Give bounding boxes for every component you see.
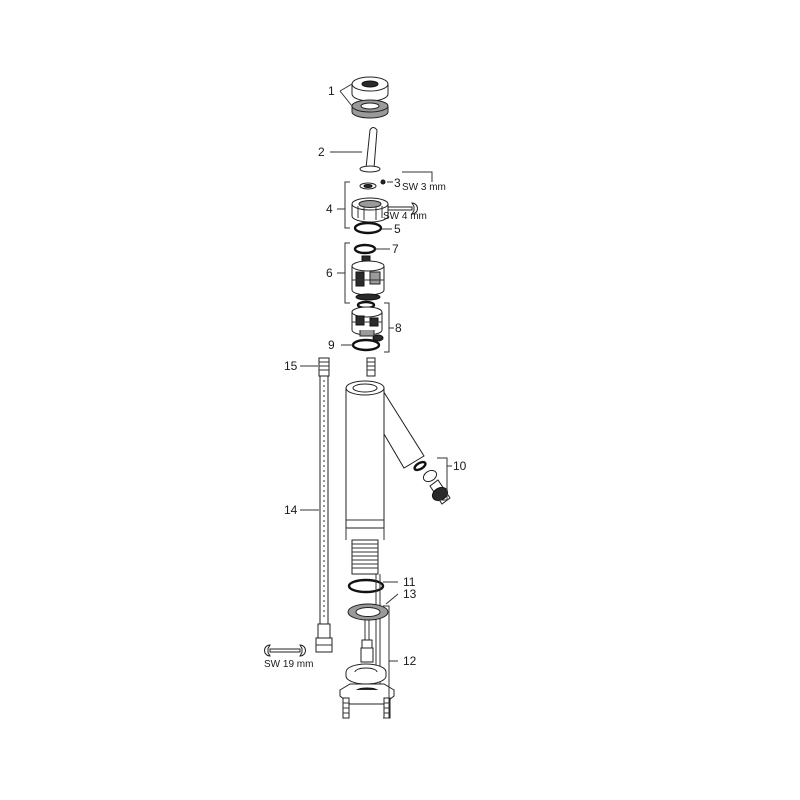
part-10-aerator (413, 460, 451, 505)
wrench-19mm-icon (264, 644, 306, 657)
callout-10: 10 (453, 459, 467, 473)
wrench-4mm-icon (387, 202, 418, 215)
callout-1: 1 (328, 84, 335, 98)
callout-6: 6 (326, 266, 333, 280)
callout-13: 13 (403, 587, 417, 601)
callout-7: 7 (392, 242, 399, 256)
callout-14: 14 (284, 503, 298, 517)
allen-key-3mm-icon (402, 171, 433, 182)
faucet-body (345, 357, 425, 575)
callout-9: 9 (328, 338, 335, 352)
callout-2: 2 (318, 145, 325, 159)
part-9-seal-ring (351, 338, 381, 352)
part-4-bonnet-nut (351, 182, 418, 223)
supply-hose-lower-fitting (360, 620, 374, 663)
part-15-hose-fitting (318, 357, 330, 377)
callout-11: 11 (403, 575, 416, 589)
part-3-grub-screw (380, 171, 433, 185)
part-5-o-ring (353, 221, 383, 235)
callout-5: 5 (394, 222, 401, 236)
leader-lines (300, 83, 452, 719)
part-1-cap-ring (351, 76, 389, 119)
callout-8: 8 (395, 321, 402, 335)
callout-15: 15 (284, 359, 298, 373)
part-8-valve-insert (351, 300, 384, 342)
part-7-seal (353, 243, 377, 255)
callout-4: 4 (326, 202, 333, 216)
part-14-flexible-hose (315, 375, 333, 653)
tool-label-sw4: SW 4 mm (383, 211, 427, 222)
tool-label-sw19: SW 19 mm (264, 659, 313, 670)
callout-12: 12 (403, 654, 417, 668)
part-2-lever-handle (359, 127, 381, 173)
tool-label-sw3: SW 3 mm (402, 182, 446, 193)
part-6-cartridge (351, 255, 385, 301)
part-13-rubber-washer (347, 603, 389, 621)
part-11-o-ring (347, 578, 385, 594)
callout-3: 3 (394, 176, 401, 190)
part-12-mounting-kit (339, 663, 395, 719)
